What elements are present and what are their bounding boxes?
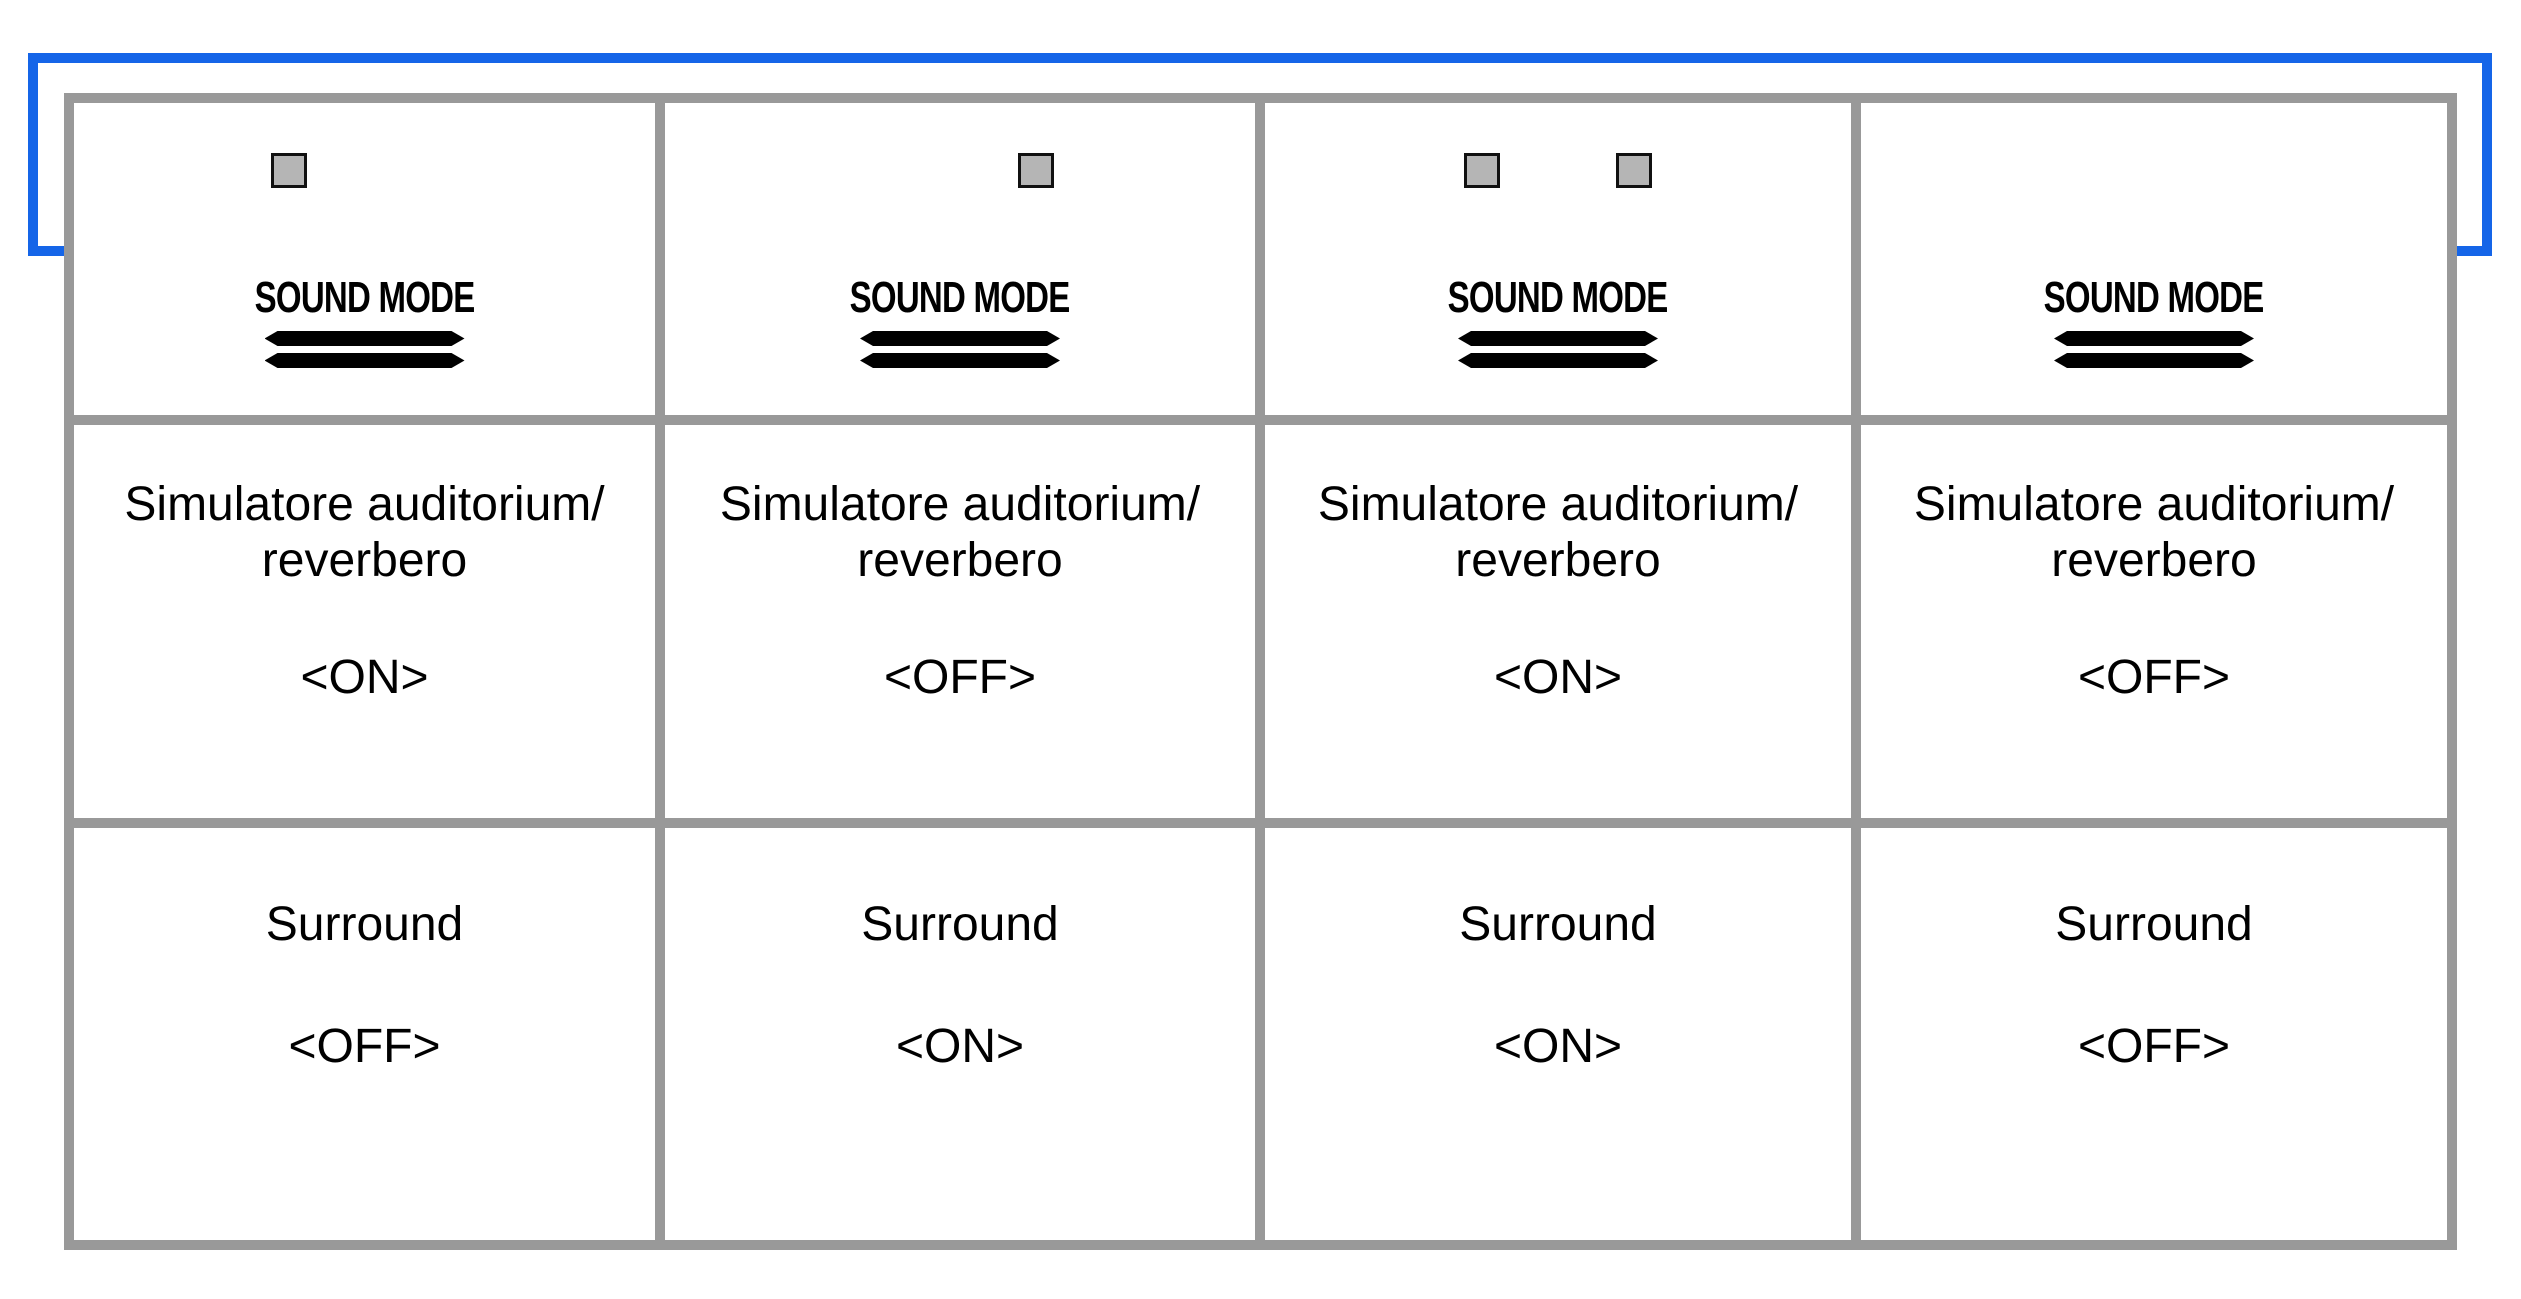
surround-label: Surround bbox=[265, 898, 464, 951]
indicator-square-left-icon bbox=[270, 153, 307, 188]
simulatore-cell-step-3: Simulatore auditorium/ reverbero <ON> bbox=[1265, 425, 1851, 818]
simulatore-label-line1: Simulatore auditorium/ bbox=[719, 478, 1201, 531]
sound-mode-cell-step-1: SOUND MODE bbox=[74, 103, 655, 415]
sound-mode-button-label: SOUND MODE bbox=[1448, 273, 1669, 322]
sound-mode-button: SOUND MODE bbox=[665, 275, 1255, 368]
sound-mode-cell-step-4: SOUND MODE bbox=[1861, 103, 2447, 415]
surround-state-value: <ON> bbox=[895, 1020, 1025, 1073]
simulatore-state-value: <ON> bbox=[1493, 651, 1623, 704]
sound-mode-cell-step-3: SOUND MODE bbox=[1265, 103, 1851, 415]
sound-mode-button-label: SOUND MODE bbox=[850, 273, 1071, 322]
simulatore-label-line2: reverbero bbox=[2051, 534, 2257, 587]
simulatore-label-line1: Simulatore auditorium/ bbox=[1317, 478, 1799, 531]
button-bar-bottom-icon bbox=[264, 353, 465, 368]
simulatore-label-line2: reverbero bbox=[261, 534, 468, 587]
simulatore-state-value: <OFF> bbox=[883, 651, 1037, 704]
sound-mode-button-label: SOUND MODE bbox=[2044, 273, 2265, 322]
sound-mode-button: SOUND MODE bbox=[1861, 275, 2447, 368]
sound-mode-button: SOUND MODE bbox=[1265, 275, 1851, 368]
button-bar-bottom-icon bbox=[2054, 353, 2254, 368]
simulatore-label-line2: reverbero bbox=[1455, 534, 1661, 587]
simulatore-cell-step-4: Simulatore auditorium/ reverbero <OFF> bbox=[1861, 425, 2447, 818]
button-bar-bottom-icon bbox=[1458, 353, 1658, 368]
surround-cell-step-1: Surround <OFF> bbox=[74, 828, 655, 1240]
indicator-square-left-icon bbox=[1464, 153, 1500, 188]
surround-cell-step-2: Surround <ON> bbox=[665, 828, 1255, 1240]
surround-label: Surround bbox=[861, 898, 1059, 951]
simulatore-cell-step-1: Simulatore auditorium/ reverbero <ON> bbox=[74, 425, 655, 818]
sound-mode-button: SOUND MODE bbox=[74, 275, 655, 368]
surround-cell-step-4: Surround <OFF> bbox=[1861, 828, 2447, 1240]
simulatore-label-line1: Simulatore auditorium/ bbox=[1913, 478, 2395, 531]
simulatore-cell-step-2: Simulatore auditorium/ reverbero <OFF> bbox=[665, 425, 1255, 818]
simulatore-label-line2: reverbero bbox=[857, 534, 1063, 587]
surround-label: Surround bbox=[1459, 898, 1657, 951]
simulatore-label-line1: Simulatore auditorium/ bbox=[124, 478, 605, 531]
indicator-square-right-icon bbox=[1018, 153, 1054, 188]
surround-state-value: <ON> bbox=[1493, 1020, 1623, 1073]
button-bar-top-icon bbox=[2054, 331, 2254, 346]
surround-state-value: <OFF> bbox=[2077, 1020, 2231, 1073]
indicator-square-right-icon bbox=[1616, 153, 1652, 188]
button-bar-top-icon bbox=[264, 331, 465, 346]
surround-label: Surround bbox=[2055, 898, 2253, 951]
sound-mode-cell-step-2: SOUND MODE bbox=[665, 103, 1255, 415]
button-bar-bottom-icon bbox=[860, 353, 1060, 368]
button-bar-top-icon bbox=[1458, 331, 1658, 346]
surround-cell-step-3: Surround <ON> bbox=[1265, 828, 1851, 1240]
surround-state-value: <OFF> bbox=[288, 1020, 441, 1073]
simulatore-state-value: <ON> bbox=[300, 651, 429, 704]
button-bar-top-icon bbox=[860, 331, 1060, 346]
sound-mode-button-label: SOUND MODE bbox=[254, 273, 476, 322]
simulatore-state-value: <OFF> bbox=[2077, 651, 2231, 704]
mode-table: SOUND MODE SOUND MODE SOUND MODE bbox=[64, 93, 2457, 1250]
